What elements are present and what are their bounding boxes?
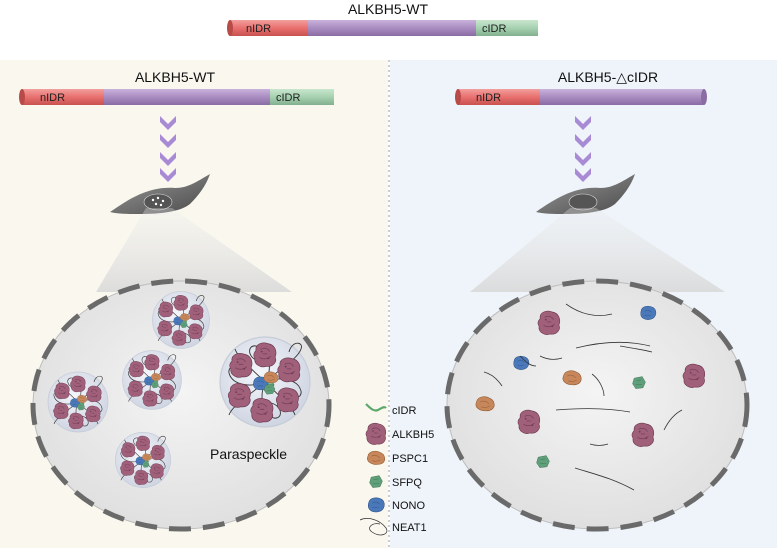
left-zoom-cone	[96, 208, 292, 292]
legend-label-sfpq: SFPQ	[392, 477, 422, 489]
alkbh5-icon	[365, 422, 387, 446]
left-construct-bar: nIDR cIDR	[19, 89, 334, 105]
left-cidr-label: cIDR	[276, 92, 301, 104]
right-dispersed-neat1	[483, 303, 683, 491]
sfpq-icon	[369, 475, 383, 488]
cidr-icon	[365, 403, 387, 412]
top-cidr-label: cIDR	[482, 23, 507, 35]
legend-label-neat1: NEAT1	[392, 522, 427, 534]
paraspeckle-label: Paraspeckle	[210, 446, 287, 462]
top-nidr-label: nIDR	[246, 23, 271, 35]
right-nidr-label: nIDR	[476, 92, 501, 104]
legend-label-cidr: cIDR	[392, 405, 417, 417]
top-title: ALKBH5-WT	[348, 1, 429, 17]
legend: cIDR ALKBH5 PSPC1 SFPQ NONO NEAT1	[359, 403, 434, 536]
legend-label-alkbh5: ALKBH5	[392, 429, 434, 441]
left-cell-icon	[110, 174, 210, 214]
nono-icon	[367, 497, 385, 513]
right-title: ALKBH5-△cIDR	[558, 69, 658, 85]
legend-label-nono: NONO	[392, 500, 425, 512]
legend-label-pspc1: PSPC1	[392, 453, 428, 465]
left-nidr-label: nIDR	[40, 92, 65, 104]
right-nucleus	[444, 278, 750, 532]
left-title: ALKBH5-WT	[135, 69, 216, 85]
right-construct-bar: nIDR	[455, 89, 707, 105]
right-zoom-cone	[470, 208, 725, 292]
top-construct-bar: nIDR cIDR	[227, 20, 538, 36]
neat1-icon	[359, 518, 388, 536]
